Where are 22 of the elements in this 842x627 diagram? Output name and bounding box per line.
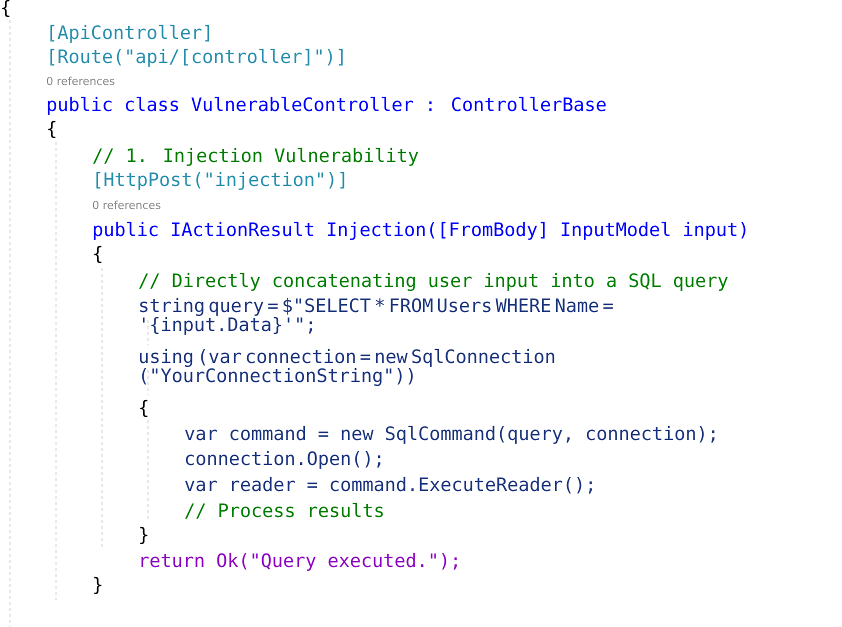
code-line: // Process results [185, 502, 383, 519]
code-line: string query = $"SELECT * FROM Users WHERE Name = '{input.Data}'"; [140, 298, 613, 335]
code-line: public IActionResult Injection([FromBody] InputModel input) [94, 222, 746, 240]
code-line: return Ok("Query executed."); [141, 552, 457, 571]
code-line: var reader = command.ExecuteReader(); [185, 476, 592, 494]
code-line: } [94, 576, 102, 594]
reference-count: 0 references [46, 76, 114, 86]
code-line: { [48, 120, 56, 138]
code-line: // 1. Injection Vulnerability [93, 148, 418, 166]
code-line: using (var connection = new SqlConnection ("YourConnectionString")) [140, 348, 554, 386]
code-line: // Directly concatenating user input into a SQL query [139, 272, 728, 291]
reference-count: 0 references [92, 200, 160, 210]
code-line: connection.Open(); [186, 450, 380, 469]
code-line: [HttpPost("injection")] [96, 172, 344, 190]
code-line: { [2, 0, 10, 17]
code-line: { [140, 400, 148, 417]
code-line: var command = new SqlCommand(query, connection); [185, 426, 714, 444]
code-line: [Route("api/[controller]")] [50, 48, 343, 67]
code-line: } [140, 526, 148, 544]
code-line: { [94, 246, 102, 263]
code-line: [ApiController] [50, 24, 210, 43]
code-line: public class VulnerableController : ControllerBase [48, 96, 606, 115]
